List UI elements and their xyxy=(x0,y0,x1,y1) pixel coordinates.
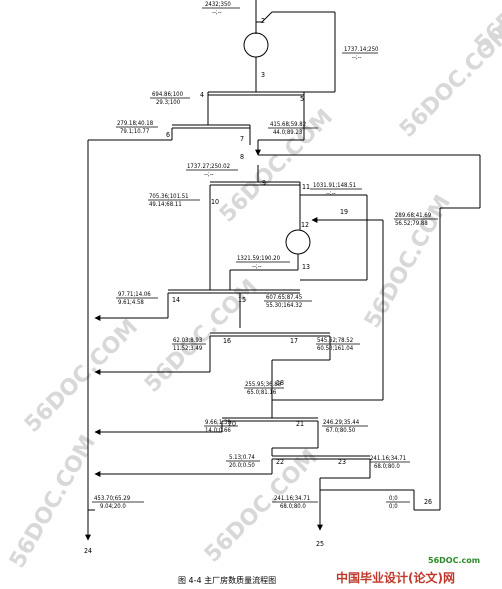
flow-23-a: 241.16;34.71 xyxy=(370,455,407,462)
flow-24-a: 453.70;65.29 xyxy=(94,495,131,502)
flow-25-a: 241.16;34.71 xyxy=(274,495,311,502)
node-25: 25 xyxy=(316,540,325,548)
flow-21-a: 246.29;35.44 xyxy=(323,419,360,426)
node-16: 16 xyxy=(223,337,232,345)
node-9: 9 xyxy=(262,179,267,187)
flow-4-b: 29.3;100 xyxy=(156,99,181,106)
node-10: 10 xyxy=(211,198,220,206)
flow-6-b: 79.1;10.77 xyxy=(120,128,150,135)
node-6: 6 xyxy=(166,131,171,139)
flow-18-b: 65.0;81.16 xyxy=(247,389,277,396)
node-24: 24 xyxy=(84,547,93,555)
node-19: 19 xyxy=(340,208,349,216)
node-2: 2 xyxy=(261,17,266,25)
flow-26-a: 0;0 xyxy=(389,495,398,502)
flow-8-a: 1737.27;250.02 xyxy=(187,163,231,170)
flow-24-b: 9.04;20.0 xyxy=(100,503,126,510)
flow-6-a: 279.18;40.18 xyxy=(117,120,154,127)
node-7: 7 xyxy=(240,135,245,143)
flow-5-a: 1737.14;250 xyxy=(344,46,379,53)
site-logo-name: 中国毕业设计(论文)网 xyxy=(336,571,455,585)
node-18: 18 xyxy=(276,379,285,387)
flow-20-b: 14.0;0.66 xyxy=(205,427,231,434)
flow-16-a: 62.03;8.93 xyxy=(173,337,203,344)
node-8: 8 xyxy=(240,153,245,161)
flow-19-a: 289.68;41.69 xyxy=(395,212,432,219)
flow-17-a: 545.62;78.52 xyxy=(317,337,354,344)
flow-top-a: 2432;350 xyxy=(205,1,231,8)
flow-11-b: --;-- xyxy=(326,190,336,197)
node-26: 26 xyxy=(424,498,433,506)
figure-caption: 图 4-4 主厂房数质量流程图 xyxy=(178,576,277,585)
flow-22-a: 5.13;0.74 xyxy=(229,454,255,461)
flow-13-a: 1321.59;190.20 xyxy=(237,255,281,262)
flow-16-b: 11.52;3.49 xyxy=(173,345,203,352)
flow-11-a: 1031.91;148.51 xyxy=(313,182,357,189)
flow-4-a: 694.86;100 xyxy=(152,91,184,98)
node-3: 3 xyxy=(261,71,266,79)
flow-18-a: 255.95;36.83 xyxy=(245,381,282,388)
node-22: 22 xyxy=(276,458,285,466)
flow-19-b: 56.52;79.88 xyxy=(395,220,428,227)
node-13: 13 xyxy=(302,263,311,271)
node-5: 5 xyxy=(300,95,305,103)
flow-22-b: 20.0;0.50 xyxy=(229,462,255,469)
flow-10-b: 49.14;68.11 xyxy=(149,201,182,208)
flow-8-b: --;-- xyxy=(204,171,214,178)
flow-14-a: 97.71;14.06 xyxy=(118,291,151,298)
node-15: 15 xyxy=(238,296,247,304)
flow-10-a: 705.36;101.51 xyxy=(149,193,189,200)
node-14: 14 xyxy=(172,296,181,304)
node-23: 23 xyxy=(338,458,347,466)
flow-23-b: 68.0;80.0 xyxy=(374,463,400,470)
flow-26-b: 0;0 xyxy=(389,503,398,510)
flow-15-b: 55.30;164.32 xyxy=(266,302,303,309)
flow-5b-b: 44.0;89.23 xyxy=(273,129,303,136)
flow-20-a: 9.66;1.39 xyxy=(205,419,231,426)
site-logo-domain: 56DOC.com xyxy=(428,556,481,565)
node-20: 20 xyxy=(228,420,237,428)
node-4: 4 xyxy=(200,91,205,99)
hydrocyclone-2 xyxy=(285,229,311,255)
flow-13-b: --;-- xyxy=(252,263,262,270)
hydrocyclone-1 xyxy=(243,32,269,58)
node-17: 17 xyxy=(290,337,299,345)
flow-17-b: 60.50;161.04 xyxy=(317,345,354,352)
flow-5-b: --;-- xyxy=(352,54,362,61)
flow-top-b: --;-- xyxy=(212,9,222,16)
flow-15-a: 607.65;87.45 xyxy=(266,294,303,301)
node-21: 21 xyxy=(296,420,305,428)
node-12: 12 xyxy=(301,221,310,229)
flow-14-b: 9.61;4.58 xyxy=(118,299,144,306)
node-11: 11 xyxy=(302,183,311,191)
flow-5b-a: 415.68;59.82 xyxy=(270,121,307,128)
flow-21-b: 67.0;80.50 xyxy=(326,427,356,434)
flow-25-b: 68.0;80.0 xyxy=(280,503,306,510)
